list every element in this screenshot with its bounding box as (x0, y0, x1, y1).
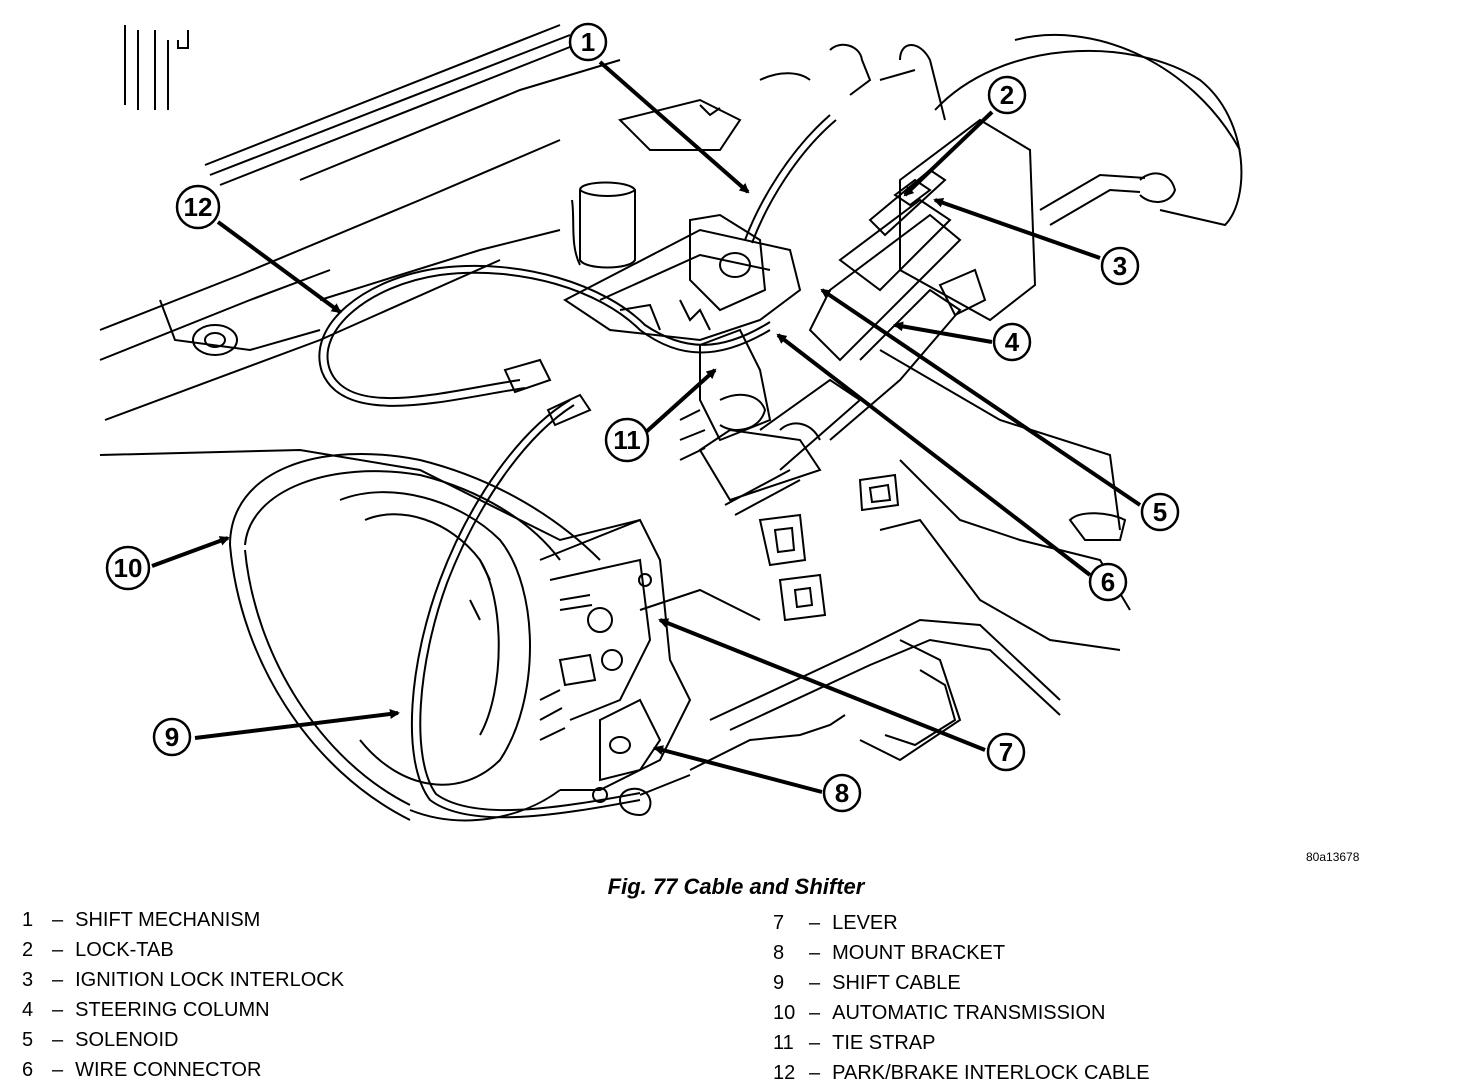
legend-number: 5 (22, 1029, 34, 1051)
leader-5 (820, 288, 1142, 507)
callout-4: 4 (992, 322, 1032, 362)
legend-number: 3 (22, 969, 34, 991)
svg-text:9: 9 (165, 722, 179, 752)
legend-item: 4–STEERING COLUMN (22, 995, 344, 1025)
svg-text:2: 2 (1000, 80, 1014, 110)
legend-number: 10 (773, 1002, 796, 1024)
legend-left-column: 1–SHIFT MECHANISM 2–LOCK-TAB 3–IGNITION … (22, 905, 344, 1085)
svg-text:4: 4 (1005, 327, 1020, 357)
legend-number: 8 (773, 942, 785, 964)
legend-label: TIE STRAP (832, 1032, 936, 1054)
legend-item: 1–SHIFT MECHANISM (22, 905, 344, 935)
legend-label: AUTOMATIC TRANSMISSION (832, 1002, 1106, 1024)
legend-item: 7–LEVER (773, 908, 1150, 938)
legend-label: SHIFT CABLE (832, 972, 961, 994)
image-code: 80a13678 (1306, 850, 1360, 864)
legend-label: MOUNT BRACKET (832, 942, 1006, 964)
leader-2 (903, 110, 994, 197)
leader-9 (194, 709, 400, 740)
legend-number: 12 (773, 1062, 796, 1084)
svg-text:12: 12 (184, 192, 213, 222)
legend-number: 2 (22, 939, 34, 961)
svg-text:6: 6 (1101, 567, 1115, 597)
legend-label: PARK/BRAKE INTERLOCK CABLE (832, 1062, 1150, 1084)
callout-3: 3 (1100, 246, 1140, 286)
legend-label: IGNITION LOCK INTERLOCK (75, 969, 345, 991)
legend-label: STEERING COLUMN (75, 999, 270, 1021)
svg-text:1: 1 (581, 27, 595, 57)
legend-item: 6–WIRE CONNECTOR (22, 1055, 344, 1085)
callouts: 1 2 3 4 5 6 7 8 (105, 22, 1180, 813)
transmission-drawing (229, 453, 692, 822)
svg-text:10: 10 (114, 553, 143, 583)
callout-9: 9 (152, 717, 192, 757)
callout-1: 1 (568, 22, 608, 62)
svg-text:3: 3 (1113, 251, 1127, 281)
leader-11 (644, 368, 717, 434)
legend-label: SHIFT MECHANISM (75, 909, 261, 931)
leader-arrows (151, 60, 1142, 794)
leader-7 (658, 618, 986, 752)
legend-item: 3–IGNITION LOCK INTERLOCK (22, 965, 344, 995)
leader-3 (933, 197, 1101, 260)
legend-item: 2–LOCK-TAB (22, 935, 344, 965)
legend-number: 4 (22, 999, 34, 1021)
callout-5: 5 (1140, 492, 1180, 532)
legend-right-column: 7–LEVER 8–MOUNT BRACKET 9–SHIFT CABLE 10… (773, 908, 1150, 1088)
leader-12 (216, 220, 342, 314)
cables-drawing (318, 114, 846, 819)
leader-4 (893, 321, 993, 344)
callout-12: 12 (175, 184, 221, 230)
svg-text:8: 8 (835, 778, 849, 808)
legend-number: 7 (773, 912, 785, 934)
legend-item: 10–AUTOMATIC TRANSMISSION (773, 998, 1150, 1028)
legend-number: 6 (22, 1059, 34, 1081)
legend-item: 9–SHIFT CABLE (773, 968, 1150, 998)
callout-8: 8 (822, 773, 862, 813)
legend-number: 11 (773, 1032, 794, 1054)
legend-item: 12–PARK/BRAKE INTERLOCK CABLE (773, 1058, 1150, 1088)
legend-number: 9 (773, 972, 785, 994)
svg-text:11: 11 (613, 425, 641, 455)
legend-item: 5–SOLENOID (22, 1025, 344, 1055)
floor-pan (99, 24, 1131, 762)
leader-10 (151, 536, 230, 568)
steering-column-drawing (579, 33, 1243, 471)
callout-10: 10 (105, 545, 151, 591)
svg-text:7: 7 (999, 737, 1013, 767)
callout-2: 2 (987, 75, 1027, 115)
legend-label: SOLENOID (75, 1029, 179, 1051)
legend-item: 8–MOUNT BRACKET (773, 938, 1150, 968)
legend-label: LEVER (832, 912, 898, 934)
shift-mechanism-drawing (563, 213, 822, 516)
callout-7: 7 (986, 732, 1026, 772)
leader-6 (776, 333, 1092, 577)
callout-6: 6 (1088, 562, 1128, 602)
leader-8 (653, 745, 823, 794)
legend-label: WIRE CONNECTOR (75, 1059, 262, 1081)
leader-1 (598, 60, 750, 194)
cable-shifter-illustration: 1 2 3 4 5 6 7 8 (99, 22, 1243, 822)
legend-item: 11–TIE STRAP (773, 1028, 1150, 1058)
svg-text:5: 5 (1153, 497, 1167, 527)
figure-caption: Fig. 77 Cable and Shifter (607, 874, 865, 899)
callout-11: 11 (604, 417, 650, 463)
legend-number: 1 (22, 909, 34, 931)
legend-label: LOCK-TAB (75, 939, 174, 961)
